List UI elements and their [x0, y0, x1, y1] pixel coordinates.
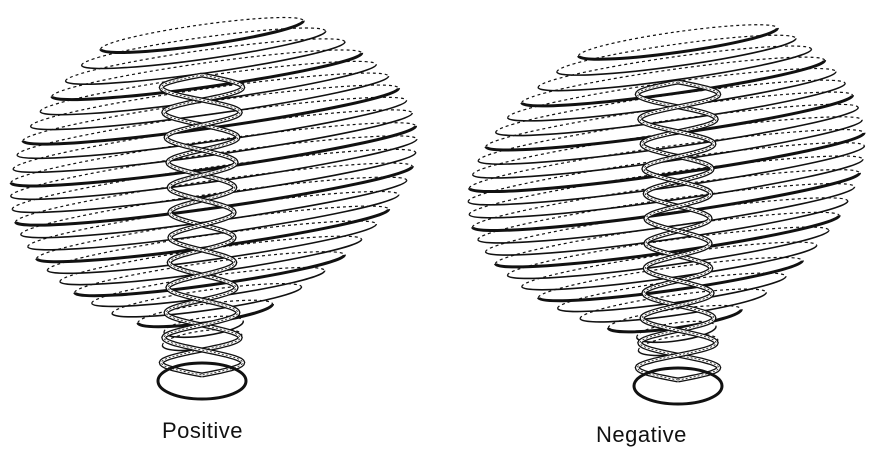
helix-end-loop — [634, 368, 722, 404]
negative-supercoil-diagram — [466, 18, 866, 404]
coil-ring-back — [494, 70, 845, 132]
negative-caption: Negative — [596, 422, 687, 448]
coil-ring-front — [101, 21, 305, 60]
helix-end-loop — [158, 363, 246, 399]
coil-ring-front — [11, 126, 417, 197]
coil-ring-front — [579, 28, 779, 66]
coil-ring-front — [37, 209, 391, 271]
coil-ring-back — [484, 82, 852, 147]
coil-ring-back — [14, 153, 413, 222]
coil-ring-front — [21, 180, 409, 248]
coil-ring-back — [21, 75, 398, 141]
coil-ring-back — [99, 11, 303, 50]
positive-caption: Positive — [162, 418, 243, 444]
coil-ring-front — [12, 153, 417, 223]
positive-supercoil-diagram — [9, 11, 419, 399]
coil-ring-back — [111, 277, 302, 314]
coil-ring-front — [478, 187, 856, 253]
coil-ring-front — [469, 133, 866, 202]
